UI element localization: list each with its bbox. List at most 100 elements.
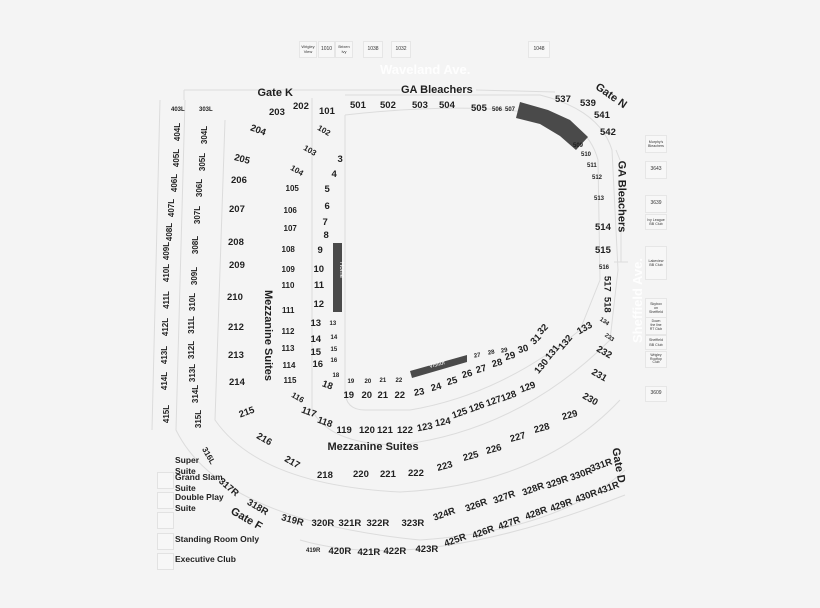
section-110[interactable]: 110 — [281, 281, 295, 290]
section-30[interactable]: 30 — [516, 342, 530, 357]
section-310l[interactable]: 310L — [188, 292, 198, 312]
section-3[interactable]: 3 — [337, 154, 343, 165]
section-406l[interactable]: 406L — [170, 173, 180, 193]
section-221[interactable]: 221 — [380, 469, 396, 480]
section-106[interactable]: 106 — [283, 206, 297, 215]
section-121[interactable]: 121 — [377, 425, 393, 436]
rooftop-box[interactable]: Sheffield BB Club — [645, 335, 667, 350]
section-14[interactable]: 14 — [330, 335, 338, 341]
section-209[interactable]: 209 — [229, 260, 245, 271]
section-323r[interactable]: 323R — [401, 518, 425, 529]
section-27[interactable]: 27 — [474, 362, 488, 377]
section-29[interactable]: 29 — [500, 347, 508, 355]
section-4[interactable]: 4 — [331, 169, 337, 180]
section-423r[interactable]: 423R — [415, 544, 439, 555]
section-222[interactable]: 222 — [408, 468, 424, 479]
section-414l[interactable]: 414L — [160, 371, 170, 391]
section-22[interactable]: 22 — [394, 390, 406, 401]
section-539[interactable]: 539 — [580, 98, 596, 109]
section-15[interactable]: 15 — [310, 347, 322, 358]
section-7[interactable]: 7 — [322, 217, 328, 228]
section-404l[interactable]: 404L — [173, 122, 183, 142]
section-109[interactable]: 109 — [281, 265, 295, 274]
section-314l[interactable]: 314L — [191, 384, 201, 404]
section-412l[interactable]: 412L — [161, 317, 171, 337]
section-421r[interactable]: 421R — [357, 547, 381, 558]
section-511[interactable]: 511 — [587, 163, 597, 169]
section-9[interactable]: 9 — [317, 245, 323, 256]
rooftop-box[interactable]: Wrigley View — [299, 41, 317, 58]
section-120[interactable]: 120 — [359, 425, 375, 436]
section-206[interactable]: 206 — [231, 175, 247, 186]
section-419r[interactable]: 419R — [306, 548, 321, 554]
section-411l[interactable]: 411L — [161, 291, 171, 309]
section-208[interactable]: 208 — [228, 237, 244, 248]
section-20[interactable]: 20 — [361, 390, 373, 401]
section-502[interactable]: 502 — [380, 100, 396, 111]
section-12[interactable]: 12 — [313, 299, 325, 310]
section-410l[interactable]: 410L — [162, 263, 172, 283]
section-309l[interactable]: 309L — [190, 266, 200, 286]
section-413l[interactable]: 413L — [160, 345, 170, 365]
section-516[interactable]: 516 — [599, 265, 610, 271]
section-16[interactable]: 16 — [312, 359, 324, 370]
rooftop-box[interactable]: Brixen Ivy — [335, 41, 353, 58]
section-101[interactable]: 101 — [319, 106, 335, 117]
section-305l[interactable]: 305L — [198, 152, 208, 172]
section-27[interactable]: 27 — [473, 352, 481, 360]
section-509[interactable]: 509 — [573, 143, 584, 149]
section-513[interactable]: 513 — [594, 196, 605, 202]
section-24[interactable]: 24 — [429, 380, 443, 395]
section-212[interactable]: 212 — [228, 322, 244, 333]
section-105[interactable]: 105 — [285, 184, 299, 193]
rooftop-box[interactable]: 1038 — [363, 41, 383, 58]
section-315l[interactable]: 315L — [194, 409, 204, 429]
section-542[interactable]: 542 — [600, 127, 616, 138]
section-501[interactable]: 501 — [350, 100, 366, 111]
section-321r[interactable]: 321R — [338, 518, 362, 529]
section-312l[interactable]: 312L — [187, 340, 197, 360]
section-108[interactable]: 108 — [281, 245, 295, 254]
section-409l[interactable]: 409L — [162, 241, 172, 261]
section-113[interactable]: 113 — [281, 344, 295, 353]
section-6[interactable]: 6 — [324, 201, 330, 212]
rooftop-box[interactable]: Lakeview BB Club — [645, 246, 667, 280]
section-218[interactable]: 218 — [317, 470, 333, 481]
section-307l[interactable]: 307L — [193, 205, 203, 225]
section-119[interactable]: 119 — [336, 425, 352, 436]
rooftop-box[interactable]: Down the line RT Club — [645, 317, 667, 335]
section-213[interactable]: 213 — [228, 350, 244, 361]
section-420r[interactable]: 420R — [328, 546, 352, 557]
rooftop-box[interactable]: 1032 — [391, 41, 411, 58]
section-210[interactable]: 210 — [227, 292, 243, 303]
section-541[interactable]: 541 — [594, 110, 610, 121]
section-506[interactable]: 506 — [492, 107, 503, 113]
section-313l[interactable]: 313L — [188, 363, 198, 383]
section-25[interactable]: 25 — [445, 374, 459, 389]
section-408l[interactable]: 408L — [165, 222, 175, 242]
section-308l[interactable]: 308L — [191, 235, 201, 255]
section-14[interactable]: 14 — [310, 334, 322, 345]
rooftop-box[interactable]: 1048 — [528, 41, 550, 58]
section-22[interactable]: 22 — [395, 378, 403, 384]
section-510[interactable]: 510 — [581, 152, 592, 158]
section-507[interactable]: 507 — [505, 107, 516, 113]
section-21[interactable]: 21 — [379, 378, 387, 384]
section-107[interactable]: 107 — [283, 224, 297, 233]
section-422r[interactable]: 422R — [383, 546, 407, 557]
section-220[interactable]: 220 — [353, 469, 369, 480]
section-10[interactable]: 10 — [313, 264, 325, 275]
section-8[interactable]: 8 — [323, 230, 329, 241]
rooftop-box[interactable]: Wrigley Rooftop Club — [645, 351, 667, 368]
section-122[interactable]: 122 — [397, 425, 413, 436]
rooftop-box[interactable]: Murphy's Bleachers — [645, 135, 667, 153]
section-515[interactable]: 515 — [595, 245, 611, 256]
rooftop-box[interactable]: 1010 — [318, 41, 335, 58]
rooftop-box[interactable]: Skybox on Sheffield — [645, 298, 667, 318]
section-320r[interactable]: 320R — [311, 518, 335, 529]
section-20[interactable]: 20 — [364, 379, 372, 385]
section-403l[interactable]: 403L — [171, 107, 185, 113]
section-514[interactable]: 514 — [595, 222, 611, 233]
section-407l[interactable]: 407L — [167, 198, 177, 218]
section-114[interactable]: 114 — [282, 361, 296, 370]
